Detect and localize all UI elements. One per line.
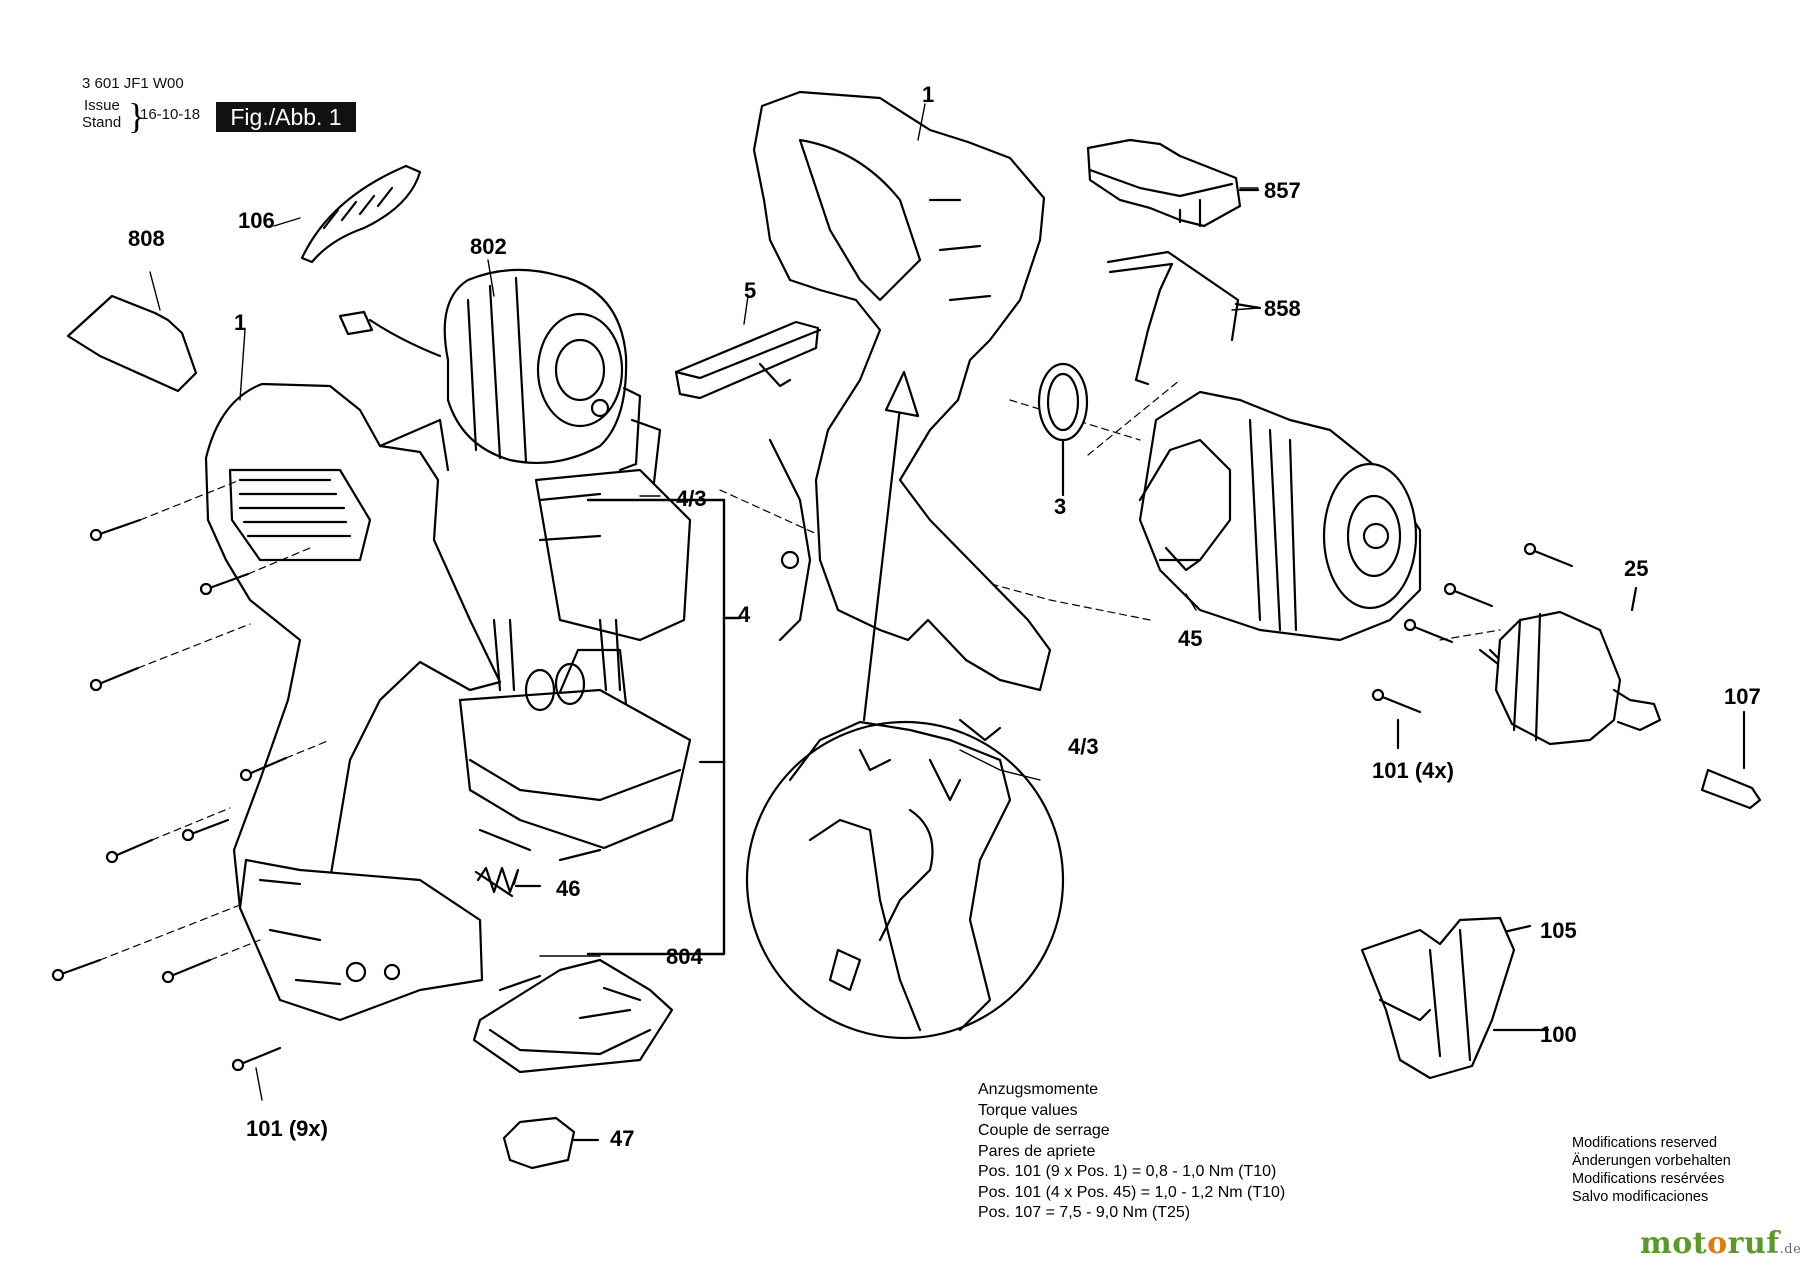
callout-858: 858 [1264,296,1301,321]
part-100-belt-clip [1360,916,1550,1080]
part-107-screw [1700,710,1762,810]
modifications-line: Modifications resérvées [1572,1171,1725,1187]
part-808-label-sheet [66,294,198,393]
part-4-switch-assembly [458,386,692,862]
callout-802: 802 [470,234,507,259]
drawing-number: 3 601 JF1 W00 [82,75,184,92]
callout-46: 46 [556,876,581,901]
callout-101-9x: 101 (9x) [246,1116,328,1141]
bracket-4 [586,498,726,956]
callout-857: 857 [1264,178,1301,203]
part-858-spring-wire [1106,250,1262,386]
torque-line: Pos. 101 (9 x Pos. 1) = 0,8 - 1,0 Nm (T1… [978,1163,1277,1180]
part-802-motor [338,268,628,465]
part-47-cap [502,1116,600,1170]
part-804-battery-plate [472,958,674,1074]
header-brace: } [128,96,146,136]
callout-47: 47 [610,1126,635,1151]
figure-label: Fig./Abb. 1 [216,102,356,132]
screws-101-9x [51,518,288,1072]
torque-line: Pos. 101 (4 x Pos. 45) = 1,0 - 1,2 Nm (T… [978,1183,1286,1201]
callout-4: 4 [738,602,751,627]
modifications-line: Salvo modificaciones [1572,1189,1709,1205]
callout-105: 105 [1540,918,1577,943]
part-1-left-housing [204,382,502,1022]
stand-label: Stand [82,114,122,131]
motoruf-logo: motoruf.de [1640,1226,1800,1261]
arrow-to-detail [862,370,920,722]
callout-5: 5 [744,278,757,303]
callout-804: 804 [666,944,703,969]
part-857-slider [1086,138,1260,228]
part-5-module [674,320,822,400]
part-106-vent-grille [300,164,422,264]
callout-808: 808 [128,226,165,251]
callout-100: 100 [1540,1022,1577,1047]
detail-circle [745,718,1065,1040]
callout-101-4x: 101 (4x) [1372,758,1454,783]
callout-106: 106 [238,208,275,233]
torque-line: Pares de apriete [978,1142,1096,1160]
part-45-gearbox [1138,390,1422,642]
torque-line: Torque values [978,1101,1078,1119]
issue-date: 16-10-18 [140,106,201,123]
part-46-spring [474,866,542,898]
callout-4-3-upper: 4/3 [676,486,707,511]
callout-25: 25 [1624,556,1649,581]
torque-line: Pos. 107 = 7,5 - 9,0 Nm (T25) [978,1204,1191,1221]
part-25-chuck [1478,586,1662,746]
callout-4-3-detail: 4/3 [1068,734,1099,759]
torque-line: Couple de serrage [978,1122,1110,1139]
modifications-line: Änderungen vorbehalten [1572,1153,1731,1169]
part-3-washer [1037,362,1089,497]
callout-3: 3 [1054,494,1067,519]
callout-107: 107 [1724,684,1761,709]
modifications-line: Modifications reserved [1572,1135,1718,1151]
issue-label: Issue [84,97,120,114]
callout-1-left: 1 [234,310,247,335]
torque-line: Anzugsmomente [978,1081,1099,1098]
screws-101-4x [1371,542,1574,750]
callout-45: 45 [1178,626,1203,651]
callout-1-top: 1 [922,82,935,107]
